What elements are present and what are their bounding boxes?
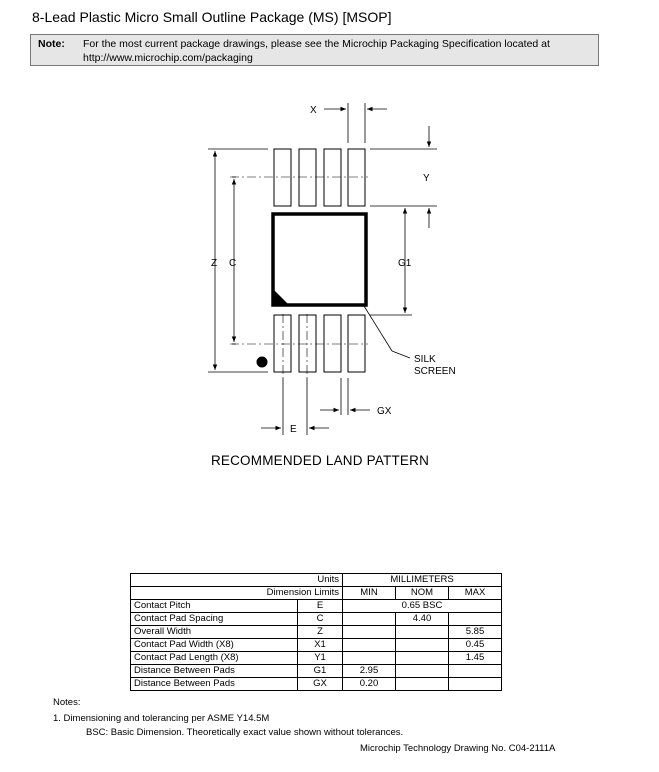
- label-c: C: [229, 258, 236, 269]
- top-pad-4: [347, 148, 366, 207]
- bottom-pad-2: [298, 314, 317, 373]
- col-max: MAX: [448, 586, 502, 600]
- col-min: MIN: [342, 586, 396, 600]
- units-label: Units: [297, 573, 343, 587]
- silk-screen-outline: [271, 212, 368, 307]
- limits-label: Dimension Limits: [130, 586, 343, 600]
- note-text: For the most current package drawings, p…: [83, 38, 550, 64]
- dimensions-table: Units MILLIMETERS Dimension Limits MIN N…: [130, 573, 502, 691]
- label-silk-line2: SCREEN: [414, 366, 456, 377]
- top-pad-1: [273, 148, 292, 207]
- bottom-pad-3: [323, 314, 342, 373]
- pin1-corner-marker: [273, 289, 289, 305]
- table-row: Contact Pad Width (X8) X1 0.45: [130, 638, 502, 652]
- bottom-pad-1: [273, 314, 292, 373]
- pin1-dot: [256, 356, 268, 368]
- table-row: Overall Width Z 5.85: [130, 625, 502, 639]
- table-row: Contact Pad Spacing C 4.40: [130, 612, 502, 626]
- page-title: 8-Lead Plastic Micro Small Outline Packa…: [32, 9, 392, 25]
- notes-heading: Notes:: [53, 697, 81, 708]
- col-nom: NOM: [395, 586, 449, 600]
- table-row: Contact Pitch E 0.65 BSC: [130, 599, 502, 613]
- table-row: Distance Between Pads GX 0.20: [130, 677, 502, 691]
- label-g1: G1: [398, 258, 412, 269]
- top-pad-2: [298, 148, 317, 207]
- label-e: E: [290, 424, 297, 435]
- table-header-row: Dimension Limits MIN NOM MAX: [130, 586, 502, 600]
- drawing-caption: RECOMMENDED LAND PATTERN: [210, 453, 430, 468]
- note-box: Note: For the most current package drawi…: [30, 34, 599, 66]
- table-row: Distance Between Pads G1 2.95: [130, 664, 502, 678]
- table-units-row: Units MILLIMETERS: [130, 573, 502, 587]
- label-gx: GX: [377, 406, 392, 417]
- units-value: MILLIMETERS: [342, 573, 502, 587]
- drawing-number: Microchip Technology Drawing No. C04-211…: [360, 743, 556, 754]
- label-silk-line1: SILK: [414, 354, 436, 365]
- table-row: Contact Pad Length (X8) Y1 1.45: [130, 651, 502, 665]
- label-z: Z: [211, 258, 217, 269]
- bottom-pad-4: [347, 314, 366, 373]
- note-label: Note:: [38, 38, 65, 50]
- notes-item-2: BSC: Basic Dimension. Theoretically exac…: [86, 727, 404, 738]
- label-x: X: [310, 105, 317, 116]
- top-pad-3: [323, 148, 342, 207]
- notes-item-1: 1. Dimensioning and tolerancing per ASME…: [53, 713, 270, 724]
- label-y: Y: [423, 173, 430, 184]
